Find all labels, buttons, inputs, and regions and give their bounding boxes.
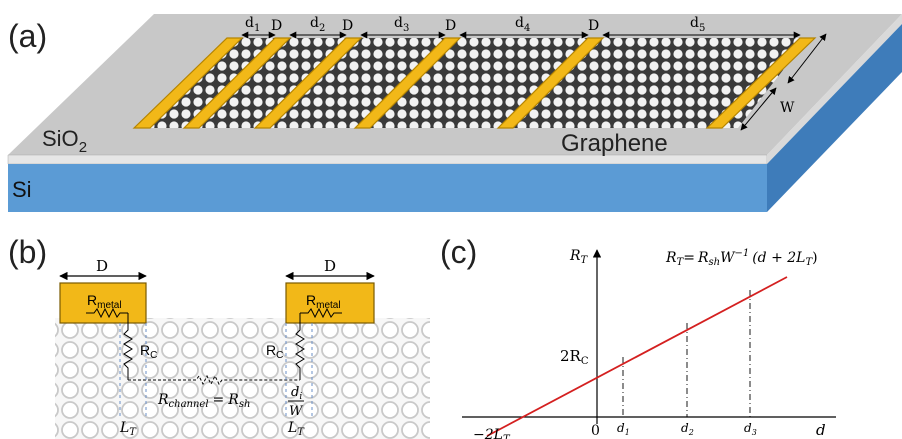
r-metal-label-right: Rmetal [306,292,341,311]
panel-a: (a) d1 d2 d3 d4 d5 D D D D W SiO2 Si Gra… [7,14,902,212]
r-contact-label-right: RC [266,342,283,361]
si-layer-side [767,24,902,212]
panel-c-label: (c) [440,234,477,270]
lt-label-left: LT [119,420,137,438]
gap-label-d4: d4 [515,15,530,34]
contact-width-label-left: D [96,257,108,275]
r-contact-label-left: RC [140,342,157,361]
panel-b-label: (b) [8,234,47,270]
y-axis-label: RT [569,248,589,266]
graphene-pattern-b [55,318,430,439]
x-intercept-label: −2LT [473,427,511,439]
contact-label-d-2: D [342,18,353,34]
gap-label-d2: d2 [310,15,325,34]
frac-denominator: W [289,404,304,419]
metal-resistors [86,307,342,319]
gap-label-d3: d3 [394,15,409,34]
si-label: Si [12,177,32,202]
gold-contacts [132,37,817,129]
panel-b: (b) D D Rmetal Rmetal [8,234,430,439]
contact-width-label-right: D [324,257,336,275]
origin-label: 0 [591,423,600,439]
x-axis-label: d [816,421,826,439]
tick-d3: d3 [744,421,757,437]
d-guides [622,290,751,417]
frac-numerator: di [291,385,302,402]
lt-label-right: LT [287,420,305,438]
tick-d2: d2 [681,421,694,437]
si-layer-front [8,164,767,212]
r-metal-label-left: Rmetal [87,292,122,311]
panel-c: (c) RT d 0 2RC −2LT d1 d2 d3 [440,234,836,439]
gap-label-d1: d1 [245,15,260,34]
contact-label-d-4: D [588,18,599,34]
sio2-layer-side [767,14,902,164]
metal-pad-right [285,282,375,324]
gap-label-d5: d5 [690,15,705,34]
panel-a-label: (a) [8,18,47,54]
gap-dimension-arrows [241,31,827,131]
graphene-label: Graphene [561,130,668,157]
metal-pad-left [59,282,147,324]
sio2-label: SiO2 [42,126,87,156]
contact-resistors [123,313,305,386]
r-channel-equation: Rchannel=Rsh [157,392,250,410]
lt-guides [119,323,313,418]
fit-line [486,276,788,437]
intercept-label: 2RC [560,347,589,367]
contact-label-d-1: D [271,18,282,34]
rt-equation: RT=RshW−1(d + 2LT) [665,248,818,268]
tick-d1: d1 [617,421,630,437]
contact-label-d-3: D [445,18,456,34]
width-label: W [780,100,795,116]
graphene-sheet [140,38,808,128]
